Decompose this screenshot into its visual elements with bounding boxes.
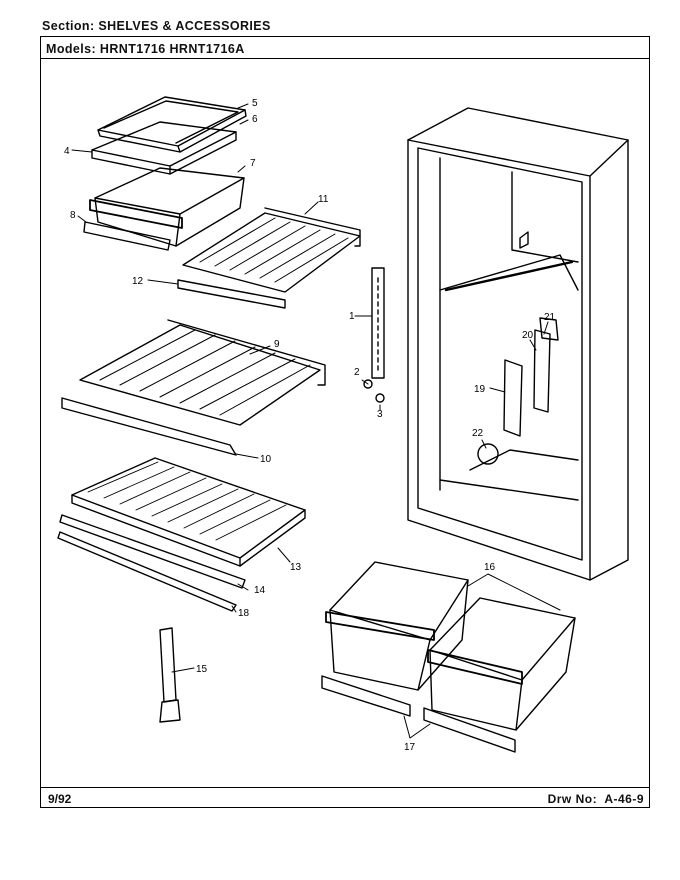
callout-6: 6: [252, 114, 258, 125]
callout-1: 1: [349, 311, 355, 322]
section-value: SHELVES & ACCESSORIES: [98, 19, 271, 33]
callout-11: 11: [318, 194, 329, 205]
callout-leaders: [71, 103, 561, 739]
callout-4: 4: [64, 146, 70, 157]
glass-shelf-lower: [57, 457, 306, 612]
section-label: Section:: [42, 19, 95, 33]
callout-21: 21: [544, 312, 556, 323]
wire-shelf-middle: [61, 319, 326, 456]
footer-date: 9/92: [48, 792, 72, 806]
callout-12: 12: [132, 276, 144, 287]
callout-3: 3: [377, 409, 383, 420]
models-label: Models:: [46, 42, 97, 56]
callout-2: 2: [354, 367, 360, 378]
drawing-frame: [40, 36, 650, 808]
drawer-rails: [321, 675, 516, 753]
callout-14: 14: [254, 585, 266, 596]
callout-17: 17: [404, 742, 416, 753]
callout-20: 20: [522, 330, 534, 341]
callout-9: 9: [274, 339, 280, 350]
drawing-value: A-46-9: [604, 792, 644, 806]
callout-8: 8: [70, 210, 76, 221]
callout-7: 7: [250, 158, 256, 169]
crisper-shelf-assembly: [83, 96, 247, 251]
header-divider: [40, 58, 650, 59]
section-title: Section: SHELVES & ACCESSORIES: [42, 19, 271, 33]
callout-10: 10: [260, 454, 272, 465]
drawing-label: Drw No:: [547, 792, 598, 806]
callout-18: 18: [238, 608, 250, 619]
crisper-drawers: [325, 561, 576, 731]
callout-22: 22: [472, 428, 484, 439]
callout-13: 13: [290, 562, 302, 573]
callout-15: 15: [196, 664, 208, 675]
callout-labels: 1 2 3 4 5 6 7 8 9 10 11 12 13 14 15 16 1…: [64, 98, 556, 753]
footer-divider: [40, 787, 650, 788]
refrigerator-cabinet: [407, 107, 629, 581]
models-title: Models: HRNT1716 HRNT1716A: [46, 42, 245, 56]
drawing-number: Drw No: A-46-9: [548, 792, 644, 806]
callout-16: 16: [484, 562, 496, 573]
shelf-support-15: [159, 627, 181, 723]
callout-5: 5: [252, 98, 258, 109]
callout-19: 19: [474, 384, 486, 395]
models-value: HRNT1716 HRNT1716A: [99, 42, 245, 56]
wire-shelf-upper: [177, 207, 361, 309]
shelf-ladder: [363, 267, 385, 403]
